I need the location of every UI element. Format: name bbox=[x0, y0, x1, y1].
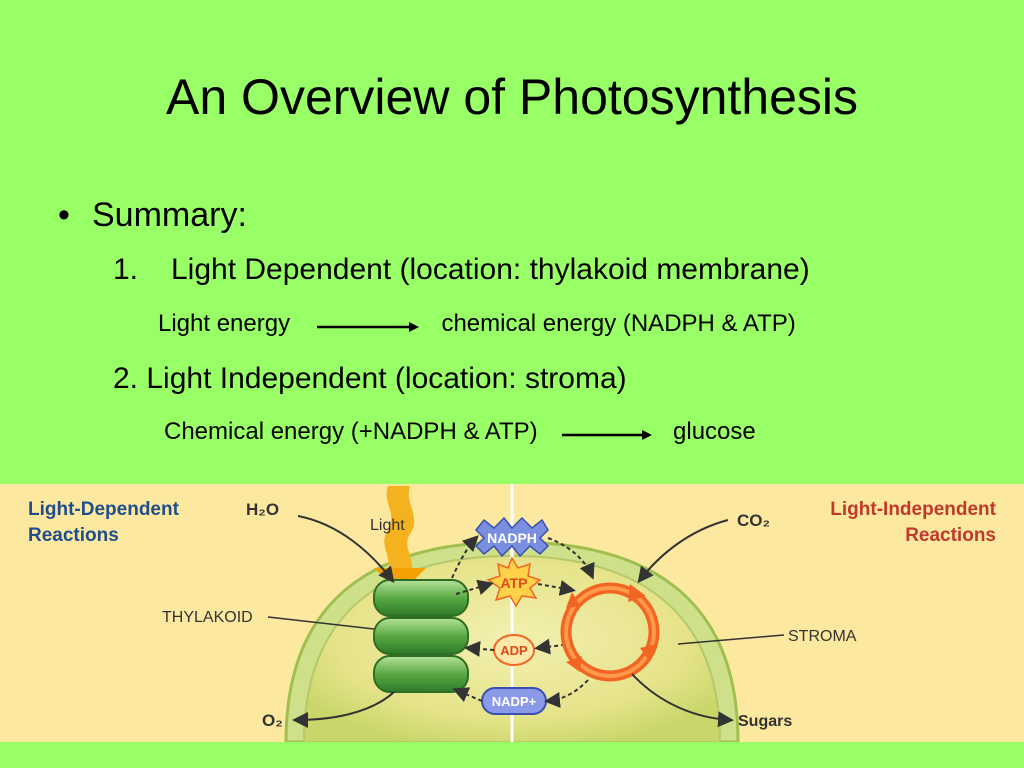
thylakoid-disc bbox=[373, 617, 469, 655]
item1-from: Light energy bbox=[158, 310, 291, 337]
item1-text: Light Dependent (location: thylakoid mem… bbox=[171, 253, 810, 286]
sugars-label: Sugars bbox=[738, 713, 792, 730]
item-light-dependent: 1. Light Dependent (location: thylakoid m… bbox=[113, 253, 810, 287]
right-arrow-icon bbox=[562, 429, 653, 440]
thylakoid-disc bbox=[373, 579, 469, 617]
left-title-line2: Reactions bbox=[28, 525, 119, 546]
nadph-label: NADPH bbox=[487, 530, 537, 546]
adp-label: ADP bbox=[500, 643, 528, 658]
right-title-line2: Reactions bbox=[905, 525, 996, 546]
photosynthesis-diagram: Light-Dependent Reactions Light-Independ… bbox=[0, 484, 1024, 742]
right-title-line1: Light-Independent bbox=[830, 499, 996, 520]
item-light-independent: 2. Light Independent (location: stroma) bbox=[113, 362, 627, 395]
co2-label: CO₂ bbox=[737, 511, 770, 530]
slide-title: An Overview of Photosynthesis bbox=[166, 69, 858, 125]
h2o-label: H₂O bbox=[246, 500, 279, 519]
right-arrow-icon bbox=[316, 321, 419, 332]
nadp-plus-label: NADP+ bbox=[492, 694, 537, 709]
atp-label: ATP bbox=[501, 575, 528, 591]
calvin-cycle-icon bbox=[560, 582, 660, 682]
summary-bullet: • Summary: bbox=[58, 193, 247, 237]
bullet-dot-icon: • bbox=[58, 196, 70, 234]
thylakoid-label: THYLAKOID bbox=[162, 609, 253, 626]
left-title-line1: Light-Dependent bbox=[28, 499, 180, 520]
light-beam-icon bbox=[384, 486, 415, 572]
item1-number: 1. bbox=[113, 253, 139, 286]
stroma-label: STROMA bbox=[788, 628, 857, 645]
light-label: Light bbox=[370, 517, 405, 534]
item2-from: Chemical energy (+NADPH & ATP) bbox=[164, 418, 538, 445]
thylakoid-disc bbox=[373, 655, 469, 693]
item2-conversion: Chemical energy (+NADPH & ATP) glucose bbox=[164, 418, 756, 446]
atp-burst-icon bbox=[486, 556, 542, 608]
item1-to: chemical energy (NADPH & ATP) bbox=[441, 310, 796, 337]
summary-label: Summary: bbox=[92, 196, 247, 234]
item1-conversion: Light energy chemical energy (NADPH & AT… bbox=[158, 310, 796, 338]
nadph-badge-icon bbox=[474, 516, 550, 558]
o2-label: O₂ bbox=[262, 711, 283, 730]
item2-to: glucose bbox=[673, 418, 756, 445]
